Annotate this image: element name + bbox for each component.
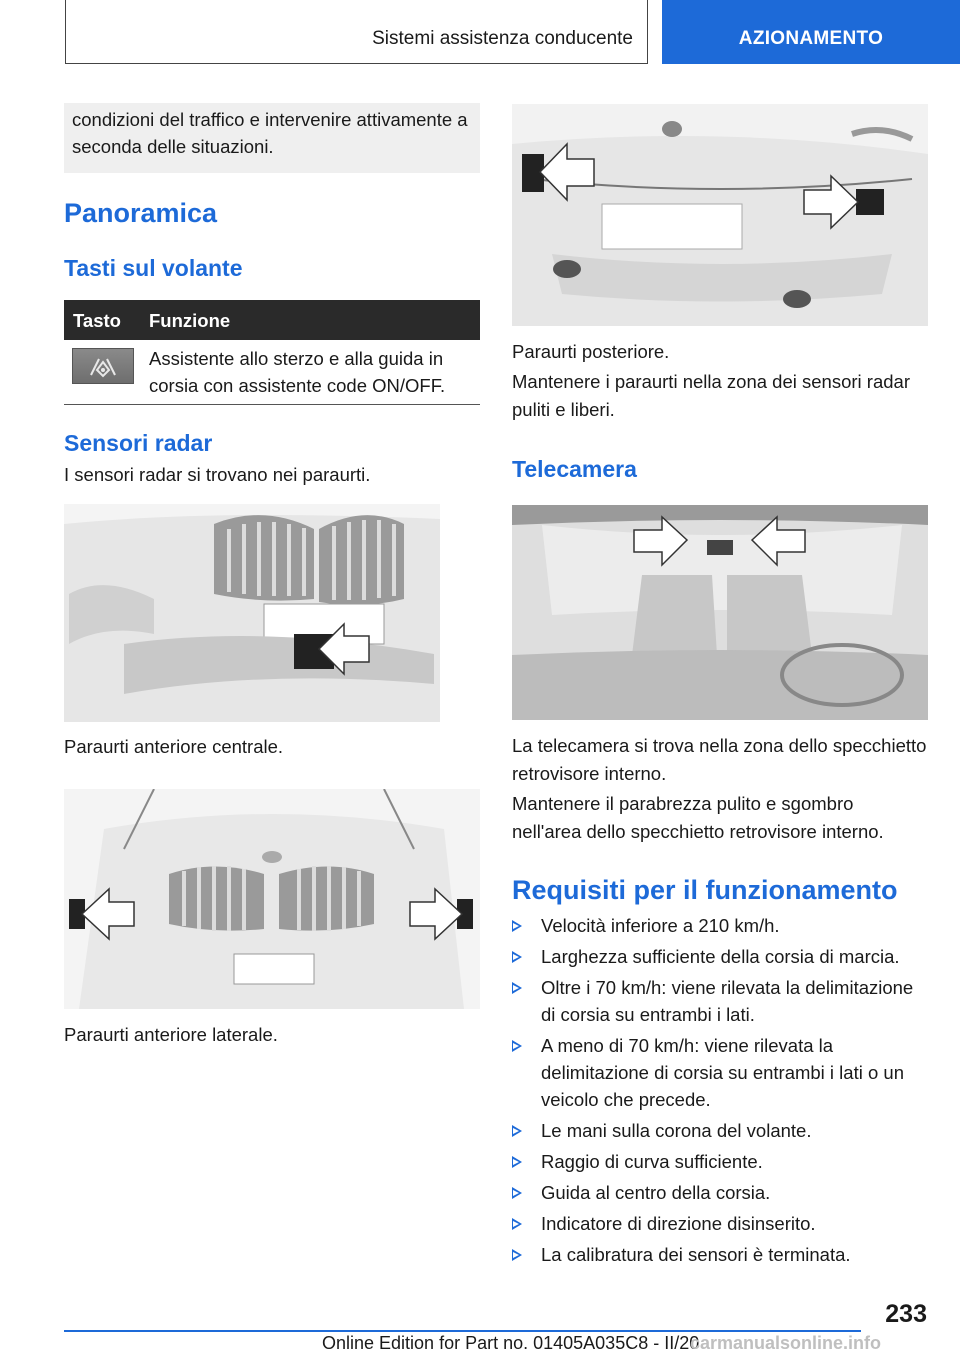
bullet-triangle-icon (512, 1218, 522, 1230)
bullet-triangle-icon (512, 920, 522, 932)
header-section-title: Sistemi assistenza conducente (372, 28, 633, 49)
list-item: Indicatore di direzione disinserito. (512, 1210, 927, 1237)
list-item: Oltre i 70 km/h: viene rilevata la delim… (512, 974, 927, 1028)
radar-keep-clean: Mantenere i paraurti nella zona dei sens… (512, 371, 910, 420)
rear-bumper-image (512, 104, 928, 326)
page-number: 233 (885, 1300, 927, 1328)
table-header-function: Funzione (149, 310, 231, 331)
list-item-text: Larghezza sufficiente della corsia di ma… (541, 946, 900, 967)
header-section-box: Sistemi assistenza conducente (65, 0, 648, 64)
windshield-camera-image (512, 505, 928, 720)
requirements-heading: Requisiti per il funzionamento (512, 875, 898, 905)
radar-intro: I sensori radar si trovano nei paraurti. (64, 464, 371, 485)
table-row: Assistente allo sterzo e alla guida in c… (64, 340, 480, 405)
camera-keep-clean: Mantenere il parabrezza pulito e sgombro… (512, 793, 884, 842)
footer-divider (64, 1330, 861, 1332)
front-center-bumper-image (64, 504, 440, 722)
buttons-table: Tasto Funzione Assistente allo sterzo e … (64, 300, 480, 405)
bullet-triangle-icon (512, 1187, 522, 1199)
steering-buttons-heading: Tasti sul volante (64, 255, 243, 281)
list-item-text: A meno di 70 km/h: viene rilevata la del… (541, 1035, 904, 1110)
list-item: Larghezza sufficiente della corsia di ma… (512, 943, 927, 970)
rear-caption: Paraurti posteriore. (512, 341, 670, 362)
continued-note: condizioni del traffico e intervenire at… (64, 103, 480, 173)
front-side-caption: Paraurti anteriore laterale. (64, 1024, 278, 1045)
list-item-text: Le mani sulla corona del volante. (541, 1120, 812, 1141)
front-side-bumper-image (64, 789, 480, 1009)
table-header-key: Tasto (73, 310, 121, 331)
table-header: Tasto Funzione (64, 300, 480, 340)
overview-heading: Panoramica (64, 198, 218, 228)
steering-assist-icon (72, 348, 134, 384)
camera-heading: Telecamera (512, 456, 637, 482)
list-item-text: Raggio di curva sufficiente. (541, 1151, 763, 1172)
list-item-text: Guida al centro della corsia. (541, 1182, 771, 1203)
front-center-caption: Paraurti anteriore centrale. (64, 736, 284, 757)
list-item: A meno di 70 km/h: viene rilevata la del… (512, 1032, 927, 1113)
bullet-triangle-icon (512, 982, 522, 994)
header-chapter-title: AZIONAMENTO (738, 28, 884, 49)
camera-location: La telecamera si trova nella zona dello … (512, 735, 927, 784)
list-item: Le mani sulla corona del volante. (512, 1117, 927, 1144)
bullet-triangle-icon (512, 1040, 522, 1052)
list-item-text: Velocità inferiore a 210 km/h. (541, 915, 780, 936)
bullet-triangle-icon (512, 1125, 522, 1137)
bullet-triangle-icon (512, 951, 522, 963)
table-cell-function: Assistente allo sterzo e alla guida in c… (149, 348, 446, 396)
footer-edition: Online Edition for Part no. 01405A035C8 … (322, 1333, 700, 1353)
list-item: La calibratura dei sensori è terminata. (512, 1241, 927, 1268)
list-item-text: La calibratura dei sensori è terminata. (541, 1244, 851, 1265)
list-item-text: Indicatore di direzione disinserito. (541, 1213, 816, 1234)
requirements-list: Velocità inferiore a 210 km/h. Larghezza… (512, 912, 927, 1272)
header-chapter-tab: AZIONAMENTO (662, 0, 960, 64)
list-item-text: Oltre i 70 km/h: viene rilevata la delim… (541, 977, 914, 1025)
watermark: carmanualsonline.info (690, 1333, 882, 1353)
radar-sensors-heading: Sensori radar (64, 430, 213, 456)
list-item: Velocità inferiore a 210 km/h. (512, 912, 927, 939)
list-item: Raggio di curva sufficiente. (512, 1148, 927, 1175)
list-item: Guida al centro della corsia. (512, 1179, 927, 1206)
bullet-triangle-icon (512, 1249, 522, 1261)
bullet-triangle-icon (512, 1156, 522, 1168)
